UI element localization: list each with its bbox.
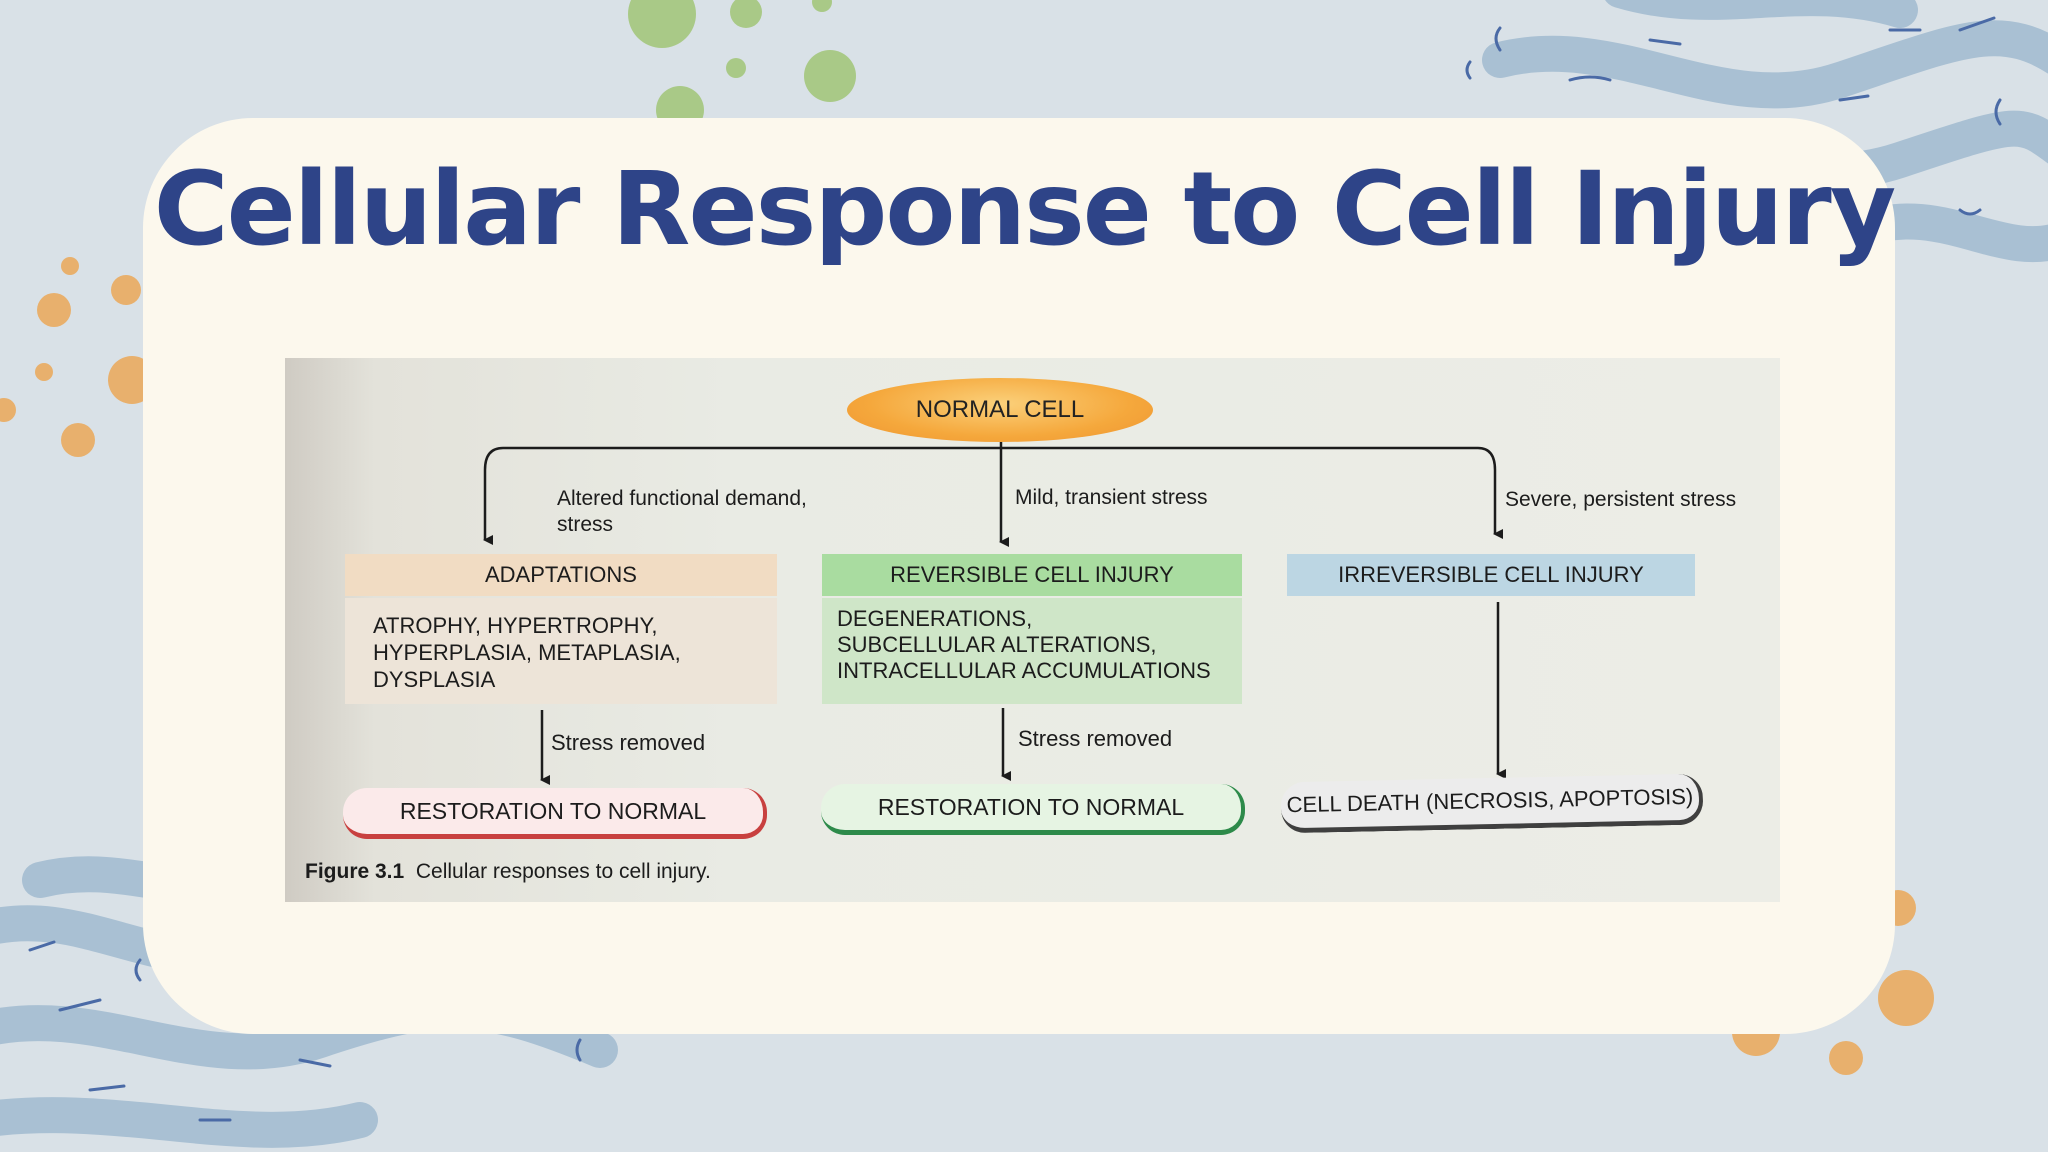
irreversible-injury-header-label: IRREVERSIBLE CELL INJURY (1338, 562, 1644, 587)
cell-death-outcome-label: CELL DEATH (NECROSIS, APOPTOSIS) (1286, 783, 1694, 818)
connector-left-arrow (483, 446, 504, 545)
trigger-right: Severe, persistent stress (1505, 488, 1737, 511)
dots-decoration-left (0, 257, 156, 457)
restoration-normal-left-label: RESTORATION TO NORMAL (399, 797, 707, 824)
reversible-injury-header: REVERSIBLE CELL INJURY (822, 554, 1242, 596)
adaptations-detail-line-3: DYSPLASIA (373, 667, 496, 692)
stress-removed-label-middle: Stress removed (1018, 726, 1173, 751)
adaptations-detail-line-1: ATROPHY, HYPERTROPHY, (373, 613, 658, 638)
reversible-injury-header-label: REVERSIBLE CELL INJURY (890, 562, 1174, 587)
adaptations-detail-panel (345, 598, 777, 704)
normal-cell-label: NORMAL CELL (915, 396, 1085, 423)
adaptations-header: ADAPTATIONS (345, 554, 777, 596)
irreversible-injury-header: IRREVERSIBLE CELL INJURY (1287, 554, 1695, 596)
adaptations-detail-line-2: HYPERPLASIA, METAPLASIA, (373, 640, 681, 665)
figure-caption-label: Figure 3.1 (305, 860, 405, 883)
restoration-normal-middle: RESTORATION TO NORMAL (821, 784, 1245, 835)
cell-death-outcome: CELL DEATH (NECROSIS, APOPTOSIS) (1280, 773, 1704, 834)
connector-right-arrow (1183, 446, 1503, 539)
reversible-detail-line-3: INTRACELLULAR ACCUMULATIONS (837, 658, 1211, 683)
reversible-detail-line-2: SUBCELLULAR ALTERATIONS, (837, 632, 1157, 657)
restoration-normal-left: RESTORATION TO NORMAL (343, 788, 767, 839)
slide-title: Cellular Response to Cell Injury (153, 150, 1896, 269)
stress-removed-label-left: Stress removed (551, 730, 706, 755)
trigger-left-line-2: stress (557, 513, 614, 536)
normal-cell-node: NORMAL CELL (847, 378, 1153, 442)
trigger-left: Altered functional demand, stress (557, 486, 807, 538)
adaptations-header-label: ADAPTATIONS (485, 562, 637, 587)
diagram-figure: NORMAL CELL Altered functional demand, s… (285, 358, 1780, 902)
trigger-left-line-1: Altered functional demand, (557, 487, 807, 510)
trigger-middle: Mild, transient stress (1015, 486, 1208, 509)
connector-lines (483, 442, 1506, 785)
figure-caption: Figure 3.1 Cellular responses to cell in… (305, 860, 711, 884)
reversible-detail-panel (822, 598, 1242, 704)
reversible-details: DEGENERATIONS, SUBCELLULAR ALTERATIONS, … (837, 606, 1211, 684)
figure-caption-text: Cellular responses to cell injury. (415, 860, 711, 883)
reversible-detail-line-1: DEGENERATIONS, (837, 606, 1033, 631)
adaptations-details: ATROPHY, HYPERTROPHY, HYPERPLASIA, METAP… (373, 612, 681, 693)
restoration-normal-middle-label: RESTORATION TO NORMAL (877, 793, 1185, 820)
